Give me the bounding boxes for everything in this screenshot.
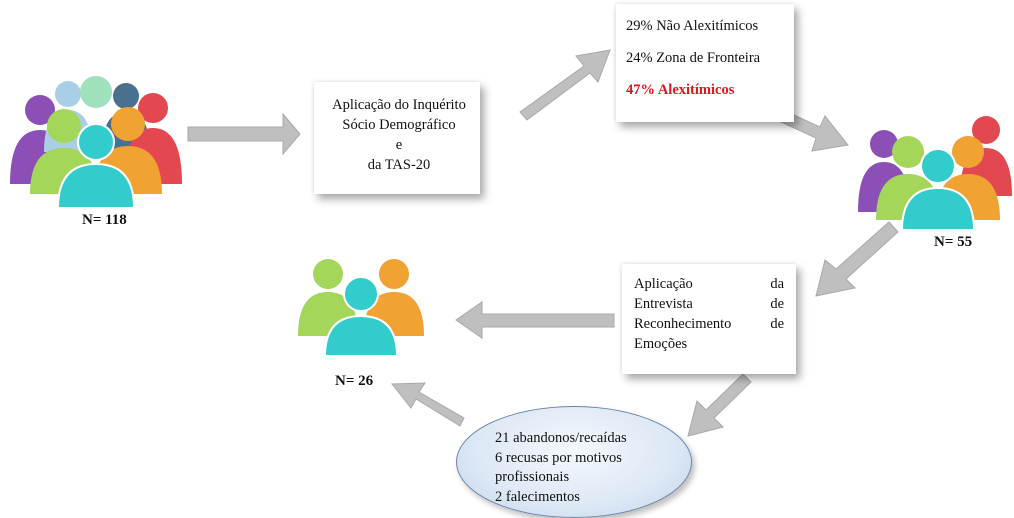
sample-size-initial: N= 118 — [82, 212, 127, 228]
survey-line-4: da TAS-20 — [367, 157, 431, 173]
interview-word: Entrevista — [634, 296, 693, 312]
interview-row-1: Aplicação da — [634, 274, 784, 294]
interview-word: de — [770, 296, 784, 312]
result-alexithymic: 47% Alexitímicos — [626, 82, 735, 98]
arrow-dropouts-to-final — [390, 382, 465, 427]
people-group-icon-final — [298, 259, 424, 356]
dropouts-line-4: 2 falecimentos — [495, 488, 580, 505]
people-group-icon-initial — [10, 76, 182, 209]
people-group-icon-selected — [858, 116, 1012, 230]
interview-word: da — [770, 276, 784, 292]
interview-box: Aplicação da Entrevista de Reconheciment… — [622, 264, 796, 374]
survey-box: Aplicação do Inquérito Sócio Demográfico… — [314, 82, 480, 194]
arrow-to-dropouts — [687, 373, 752, 437]
sample-size-final: N= 26 — [335, 373, 374, 389]
results-box: 29% Não Alexitímicos 24% Zona de Frontei… — [616, 4, 794, 122]
interview-row-2: Entrevista de — [634, 294, 784, 314]
dropouts-line-3: profissionais — [495, 469, 570, 485]
interview-word: de — [770, 316, 784, 332]
interview-word: Aplicação — [634, 276, 693, 292]
dropouts-line-2: 6 recusas por motivos — [495, 449, 622, 466]
arrow-to-results — [519, 49, 611, 121]
interview-row-3: Reconhecimento de — [634, 314, 784, 334]
arrow-to-survey — [187, 112, 301, 156]
arrow-to-final — [455, 301, 615, 339]
arrow-to-interview — [815, 221, 899, 297]
survey-line-2: Sócio Demográfico — [342, 117, 456, 133]
interview-word: Reconhecimento — [634, 316, 732, 332]
survey-line-1: Aplicação do Inquérito — [332, 97, 466, 113]
interview-row-4: Emoções — [634, 334, 784, 354]
interview-word: Emoções — [634, 336, 688, 352]
result-non-alexithymic: 29% Não Alexitímicos — [626, 18, 759, 34]
dropouts-ellipse: 21 abandonos/recaídas 6 recusas por moti… — [456, 406, 692, 518]
dropouts-line-1: 21 abandonos/recaídas — [495, 430, 627, 446]
sample-size-selected: N= 55 — [934, 234, 973, 250]
result-borderline: 24% Zona de Fronteira — [626, 50, 761, 66]
survey-line-3: e — [395, 137, 403, 153]
